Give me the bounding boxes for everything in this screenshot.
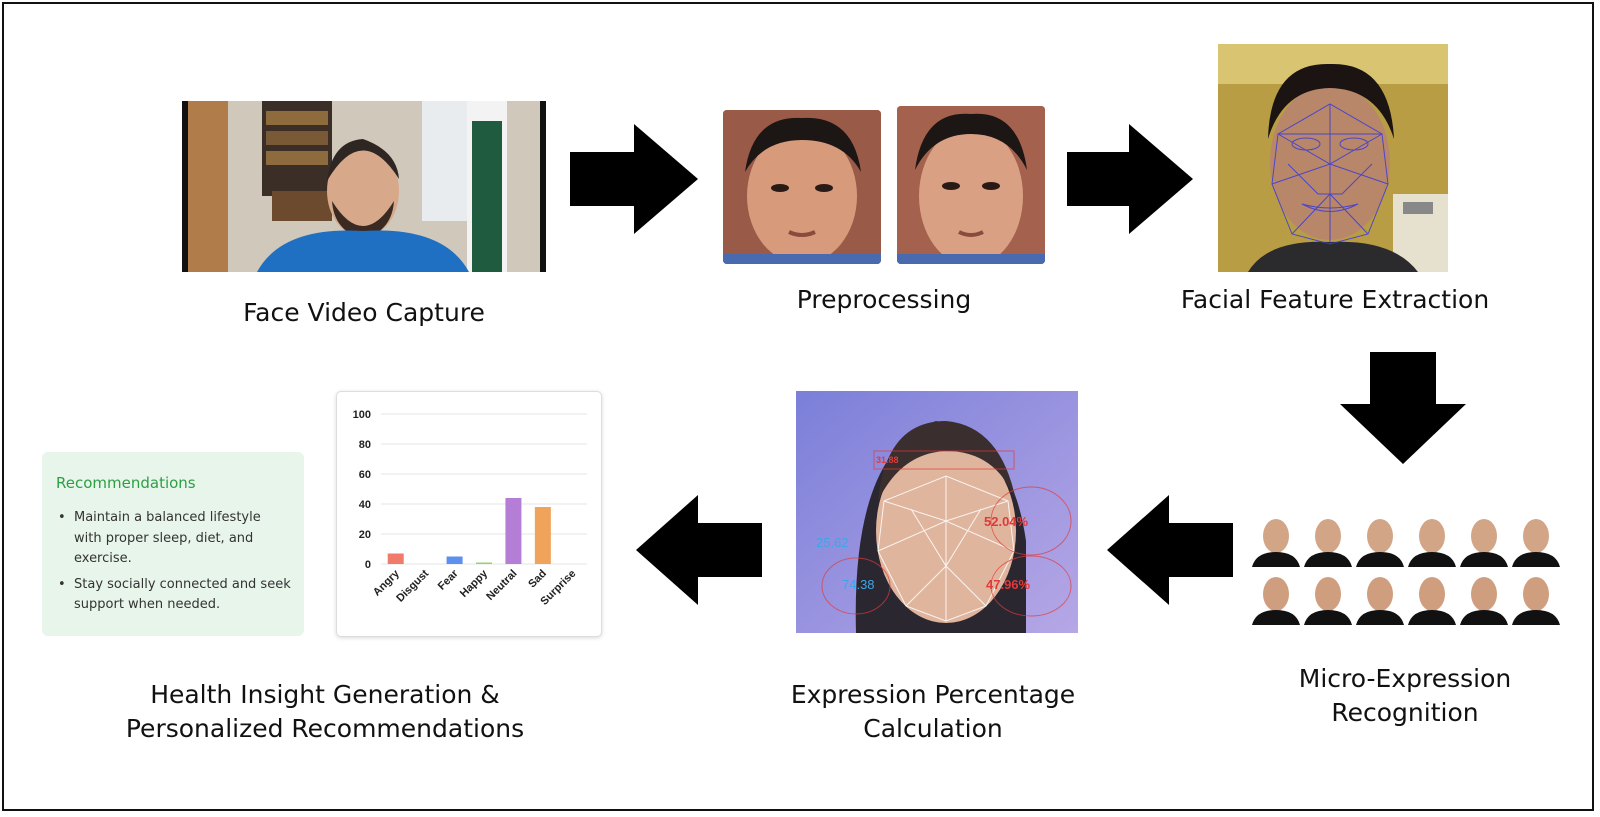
overlay-value-left-bottom: 74.38 [842, 577, 875, 592]
x-tick-label: Neutral [484, 568, 519, 603]
x-tick-label: Fear [436, 567, 461, 592]
recommendations-list: Maintain a balanced lifestyle with prope… [56, 508, 292, 621]
step-label-face-video-capture: Face Video Capture [243, 298, 485, 327]
overlay-value-right-top: 52.04% [984, 514, 1029, 529]
expression-percentage-image: 31.88 25.62 74.38 52.04% 47.96% [796, 391, 1078, 633]
step-label-health-insight: Health Insight Generation & Personalized… [125, 680, 525, 743]
bar-neutral [505, 498, 522, 564]
preprocessing-face-image-1 [723, 110, 881, 264]
preprocessing-face-image-2 [897, 106, 1045, 264]
recommendations-title: Recommendations [56, 474, 196, 492]
micro-expression-grid [1252, 512, 1560, 625]
recommendation-item: Stay socially connected and seek support… [56, 575, 292, 616]
arrow-right-icon [570, 124, 698, 234]
step-label-expression-percentage-calculation: Expression Percentage Calculation [790, 680, 1076, 743]
y-tick-label: 100 [353, 409, 371, 421]
y-tick-label: 80 [359, 439, 371, 451]
face-video-capture-image [182, 101, 546, 272]
y-tick-label: 60 [359, 469, 371, 481]
y-tick-label: 20 [359, 529, 371, 541]
recommendation-item: Maintain a balanced lifestyle with prope… [56, 508, 292, 570]
arrow-down-icon [1340, 352, 1466, 464]
y-tick-label: 40 [359, 499, 371, 511]
arrow-left-icon [636, 495, 762, 605]
x-tick-label: Disgust [394, 567, 431, 604]
x-tick-label: Sad [526, 568, 549, 591]
y-tick-label: 0 [365, 559, 371, 571]
step-label-preprocessing: Preprocessing [796, 285, 972, 314]
overlay-value-top-small: 31.88 [876, 455, 899, 465]
overlay-value-left-top: 25.62 [816, 535, 849, 550]
facial-feature-extraction-image [1218, 44, 1448, 272]
overlay-value-right-bottom: 47.96% [986, 577, 1031, 592]
step-label-micro-expression-recognition: Micro-Expression Recognition [1298, 664, 1512, 727]
bar-angry [387, 553, 404, 564]
arrow-left-icon [1107, 495, 1233, 605]
recommendations-panel: Recommendations Maintain a balanced life… [42, 452, 304, 636]
step-label-facial-feature-extraction: Facial Feature Extraction [1180, 285, 1490, 314]
arrow-right-icon [1067, 124, 1193, 234]
bar-happy [476, 562, 492, 564]
bar-sad [534, 507, 551, 564]
bar-fear [446, 556, 463, 564]
